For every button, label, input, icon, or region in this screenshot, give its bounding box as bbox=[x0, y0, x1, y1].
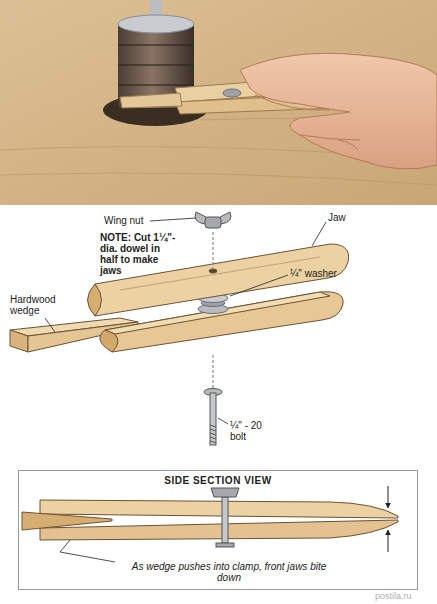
panel-caption: As wedge pushes into clamp, front jaws b… bbox=[129, 561, 329, 583]
part-label: Hardwood wedge bbox=[10, 294, 72, 316]
section-view-panel: SIDE SECTION VIEW As wedge pushes into cl… bbox=[18, 470, 418, 590]
part-label: Wing nut bbox=[104, 215, 164, 226]
photo bbox=[0, 0, 437, 205]
panel-heading: SIDE SECTION VIEW bbox=[19, 475, 417, 486]
exploded-view bbox=[10, 212, 349, 445]
part-label: ¼" washer bbox=[290, 268, 360, 279]
leader-lines bbox=[45, 218, 326, 424]
part-label: Jaw bbox=[328, 212, 368, 223]
section-view bbox=[22, 486, 398, 562]
part-label: ¼" - 20 bolt bbox=[230, 420, 280, 442]
note-text: NOTE: Cut 1¼"-dia. dowel in half to make… bbox=[100, 232, 178, 276]
watermark: postila.ru bbox=[375, 591, 435, 602]
